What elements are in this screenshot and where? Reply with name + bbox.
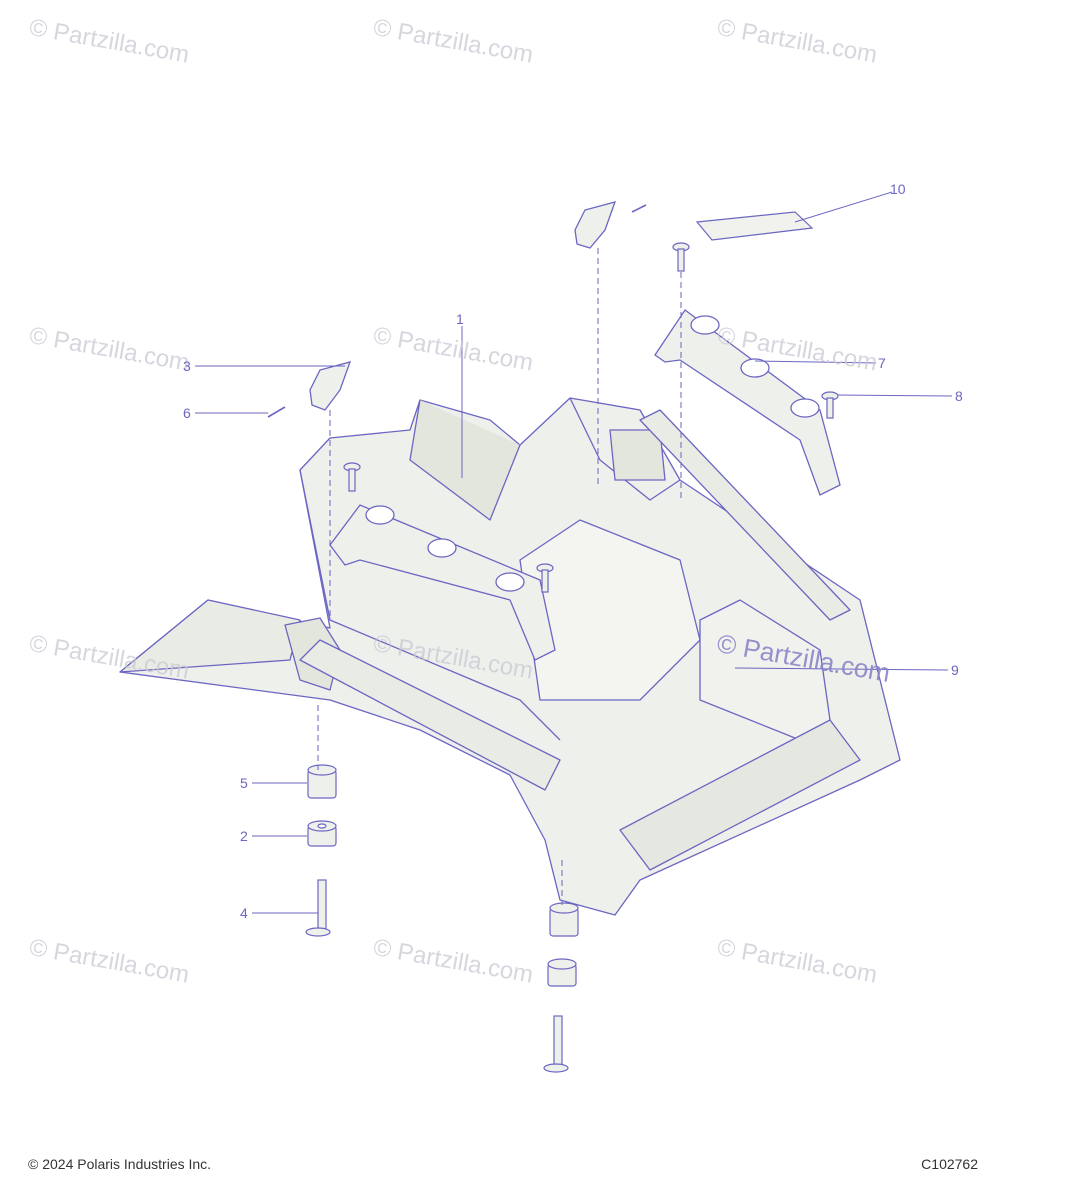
- callout-6: 6: [183, 405, 191, 421]
- callout-10: 10: [890, 181, 906, 197]
- callout-3: 3: [183, 358, 191, 374]
- front-panel: [619, 719, 861, 871]
- bracket-left: [329, 504, 556, 661]
- clip-left: [309, 361, 352, 411]
- callout-4: 4: [240, 905, 248, 921]
- callout-8: 8: [955, 388, 963, 404]
- callout-1: 1: [456, 311, 464, 327]
- callout-9: 9: [951, 662, 959, 678]
- callout-5: 5: [240, 775, 248, 791]
- copyright-text: © 2024 Polaris Industries Inc.: [28, 1156, 212, 1172]
- label-decal: [695, 211, 814, 241]
- diagram-code: C102762: [921, 1156, 978, 1172]
- callout-2: 2: [240, 828, 248, 844]
- bracket-right: [654, 309, 841, 496]
- callout-7: 7: [878, 355, 886, 371]
- clip-top: [574, 201, 617, 249]
